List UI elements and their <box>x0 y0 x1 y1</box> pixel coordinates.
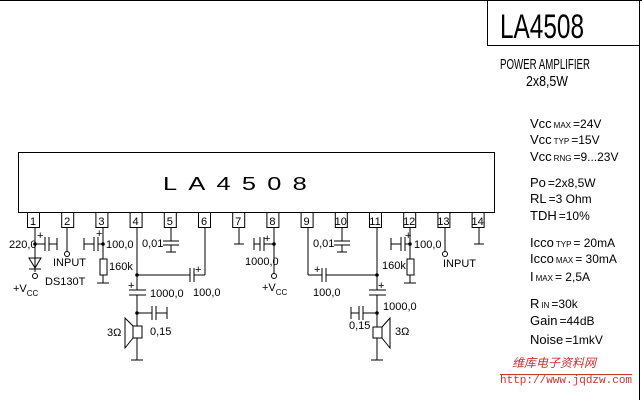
pin-box <box>198 212 211 228</box>
pin-number: 8 <box>269 216 275 228</box>
plus-sign: + <box>264 233 270 245</box>
pin-box <box>95 212 109 228</box>
label-r-pin3: 160k <box>109 261 133 273</box>
label-c-pin10: 0,01 <box>313 238 334 250</box>
pin-number: 6 <box>201 216 207 228</box>
label-c-zobel-left: 0,15 <box>150 326 171 338</box>
label-input-right: INPUT <box>443 258 476 270</box>
label-c-pin8: 1000,0 <box>245 256 279 268</box>
label-c-pin6: 100,0 <box>193 287 221 299</box>
label-c-out-right: 1000,0 <box>383 301 417 313</box>
plus-sign: + <box>128 280 134 292</box>
ic-body <box>18 152 495 213</box>
pin-number: 7 <box>235 216 241 228</box>
label-vcc-right: +VCC <box>262 282 288 297</box>
label-c-pin5: 0,01 <box>142 238 163 250</box>
junction-dots <box>33 242 412 315</box>
pin-number: 12 <box>403 216 415 228</box>
component-labels: 220,0 + DS130T +VCC INPUT + 100,0 160k 0… <box>9 228 476 339</box>
plus-sign: + <box>314 264 320 276</box>
plus-sign: + <box>37 230 43 242</box>
label-vcc-left: +VCC <box>13 283 39 298</box>
pin-number: 1 <box>30 216 36 228</box>
plus-sign: + <box>195 264 201 276</box>
pin-box <box>163 212 177 228</box>
label-speaker-left: 3Ω <box>107 327 121 339</box>
pin-box <box>300 212 314 228</box>
pin-number: 9 <box>304 216 310 228</box>
pin-number: 4 <box>133 216 139 228</box>
pin-box <box>403 212 417 228</box>
label-speaker-right: 3Ω <box>395 326 409 338</box>
pin-box <box>369 212 382 228</box>
pin-box <box>27 212 40 228</box>
pin-number: 11 <box>369 216 380 228</box>
label-diode: DS130T <box>45 276 86 288</box>
title-power: 2x8,5W <box>526 73 569 90</box>
spec-line: Gain=44dB <box>530 313 595 328</box>
pin-number: 10 <box>335 216 347 228</box>
pin-box <box>334 212 348 228</box>
pin-box <box>437 212 451 228</box>
pin-box <box>471 212 485 228</box>
ic-label: LA4508 <box>163 174 318 194</box>
spec-line: TDH=10% <box>530 208 590 223</box>
pin-number: 2 <box>64 216 70 228</box>
pin-box <box>61 212 75 228</box>
label-c-zobel-right: 0,15 <box>349 320 370 332</box>
wiring <box>28 228 484 361</box>
label-c-pin12: 100,0 <box>414 239 442 251</box>
spec-line: Noise=1mkV <box>530 332 603 347</box>
pin-box <box>266 212 280 228</box>
pin-box <box>129 212 143 228</box>
label-c-pin1: 220,0 <box>9 239 37 251</box>
spec-line: RL=3 Ohm <box>530 191 592 206</box>
label-c-out-left: 1000,0 <box>150 288 184 300</box>
plus-sign: + <box>96 228 102 240</box>
label-c-pin3: 100,0 <box>106 239 134 251</box>
label-input-left: INPUT <box>53 257 86 269</box>
plus-sign: + <box>378 280 384 292</box>
pin-number: 5 <box>167 216 173 228</box>
pin-number: 14 <box>471 216 483 228</box>
pin-number: 13 <box>437 216 449 228</box>
title-part: LA4508 <box>500 8 584 46</box>
watermark: 维库电子资料网 http://www.jqdzw.com <box>500 356 632 387</box>
plus-sign: + <box>405 230 411 242</box>
watermark-url: http://www.jqdzw.com <box>500 375 632 387</box>
pin-box <box>232 212 246 228</box>
title-function: POWER AMPLIFIER <box>500 56 590 73</box>
spec-line: Po=2x8,5W <box>530 175 596 190</box>
label-r-pin12: 160k <box>382 260 406 272</box>
watermark-cn: 维库电子资料网 <box>512 356 598 371</box>
label-c-pin9: 100,0 <box>313 287 341 299</box>
pin-number: 3 <box>98 216 104 228</box>
